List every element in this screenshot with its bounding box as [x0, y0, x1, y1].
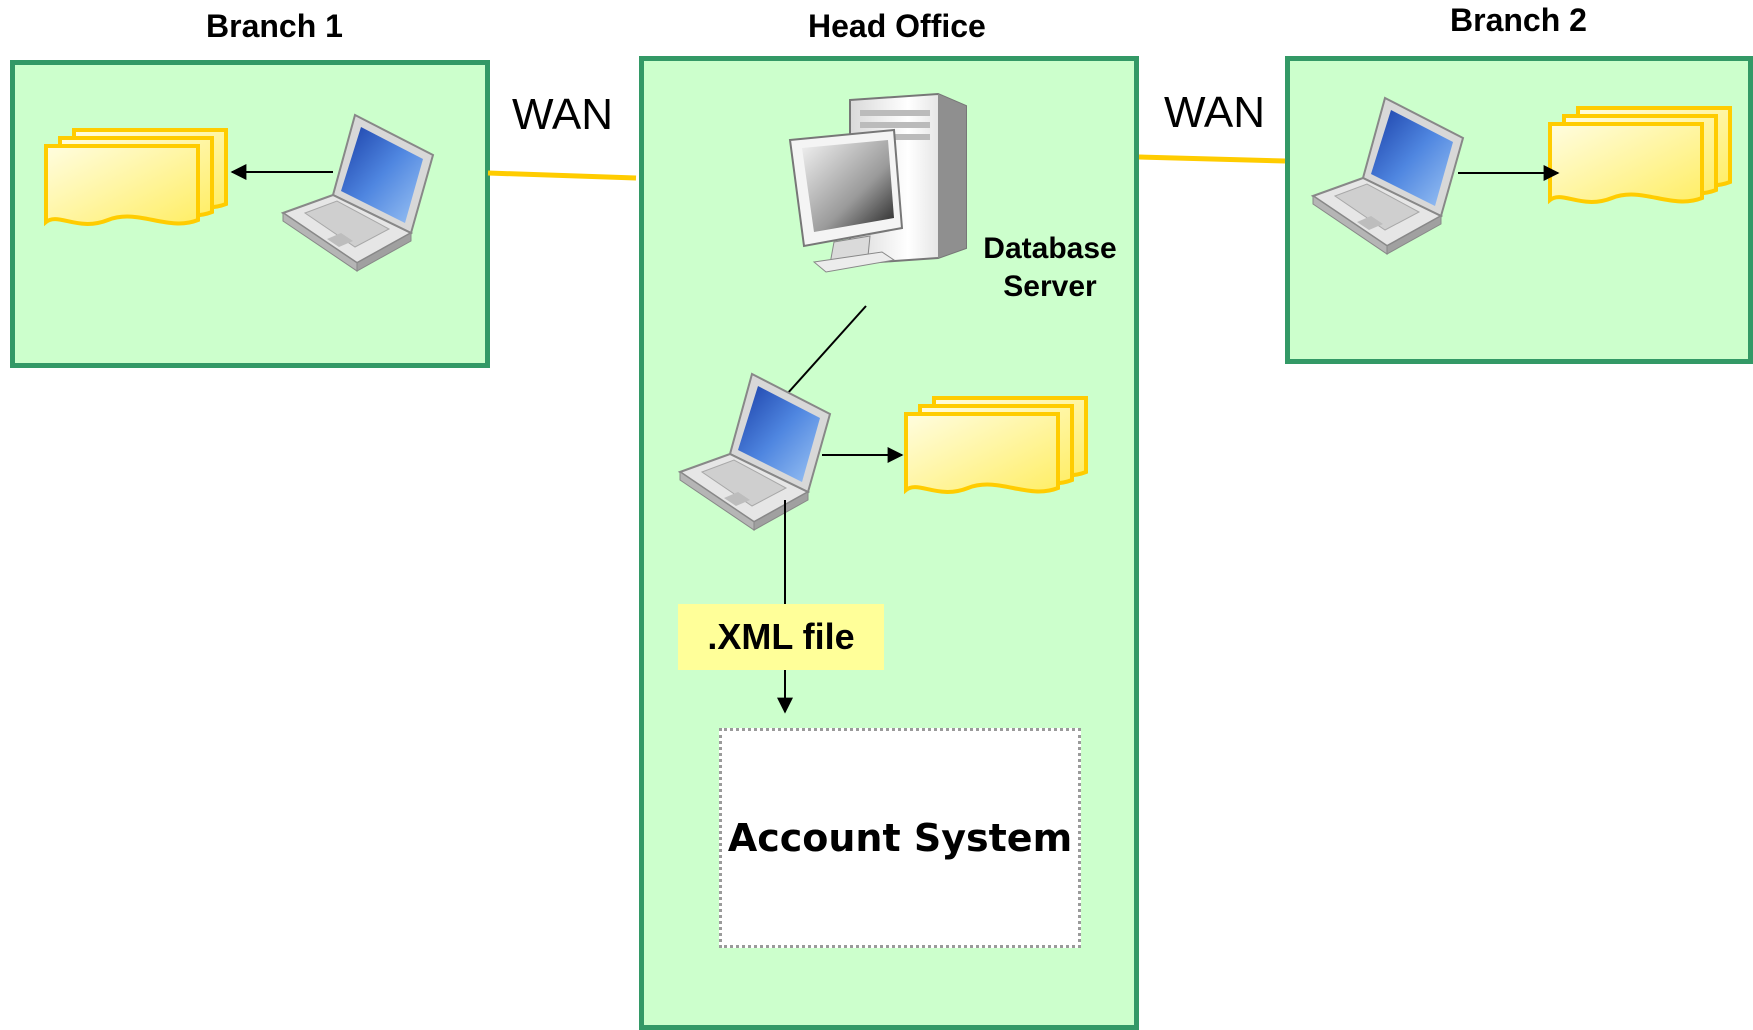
server-label-line1: Database	[983, 232, 1117, 265]
account-system-label: Account System	[727, 816, 1073, 860]
xml-file-label: .XML file	[678, 604, 884, 670]
branch2-title: Branch 2	[1450, 2, 1587, 38]
head-office-laptop-icon	[679, 373, 831, 531]
branch1-laptop-icon	[282, 114, 434, 272]
wan-right-line	[1138, 154, 1286, 164]
branch2-laptop-icon	[1312, 97, 1464, 255]
branch2-document-stack-icon	[1548, 106, 1732, 204]
wan-left-label: WAN	[512, 90, 614, 139]
server-label-line2: Server	[1003, 270, 1097, 303]
head-office-document-stack-icon	[904, 396, 1088, 494]
wan-left-line	[487, 170, 637, 181]
server-computer-icon	[788, 92, 967, 273]
branch1-title: Branch 1	[206, 8, 343, 44]
database-server-label: Database Server	[972, 230, 1128, 306]
account-system-box: Account System	[719, 728, 1081, 948]
branch1-document-stack-icon	[44, 128, 228, 226]
server-connection-line	[786, 305, 867, 395]
head-office-title: Head Office	[808, 8, 986, 44]
wan-right-label: WAN	[1164, 88, 1266, 137]
